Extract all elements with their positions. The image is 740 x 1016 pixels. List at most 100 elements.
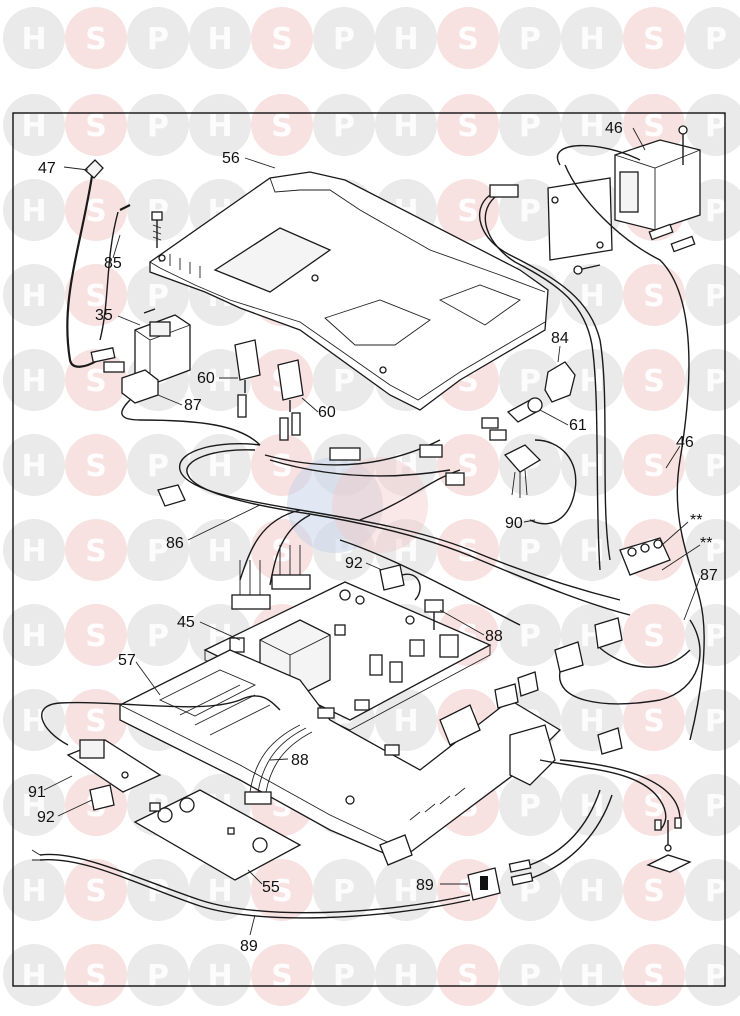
watermark-letter: S (271, 22, 293, 57)
connectors-lower-right (494, 671, 692, 873)
watermark-letter: P (147, 534, 169, 569)
watermark-letter: P (147, 22, 169, 57)
callout-star-b: ** (700, 535, 712, 552)
watermark-letter: P (147, 279, 169, 314)
watermark-letter: H (579, 449, 604, 484)
watermark-letter: P (705, 874, 727, 909)
watermark-letter: S (457, 959, 479, 994)
watermark-disc (437, 519, 499, 581)
watermark-disc (499, 7, 561, 69)
callout-88-lower: 88 (291, 752, 309, 769)
watermark-letter: S (643, 22, 665, 57)
watermark-letter: P (705, 22, 727, 57)
watermark-disc (623, 774, 685, 836)
watermark-disc (3, 7, 65, 69)
harness-top (479, 144, 705, 741)
watermark-letter: S (643, 109, 665, 144)
callout-57: 57 (118, 652, 136, 669)
watermark-letter: P (147, 449, 169, 484)
watermark-letter: S (85, 194, 107, 229)
watermark-letter: P (705, 109, 727, 144)
watermark-disc (685, 434, 740, 496)
watermark-letter: P (519, 109, 541, 144)
watermark-disc (561, 349, 623, 411)
part-88-harness-lower (244, 724, 313, 805)
watermark-letter: S (643, 619, 665, 654)
watermark-letter: S (271, 109, 293, 144)
watermark-disc (189, 94, 251, 156)
watermark-letter: H (579, 534, 604, 569)
watermark-disc (127, 944, 189, 1006)
watermark-letter: H (21, 449, 46, 484)
callouts: 47 56 46 85 35 60 60 87 84 61 46 86 90 *… (28, 120, 718, 955)
watermark-disc (561, 7, 623, 69)
part-46-transformer (614, 125, 701, 253)
watermark-letter: H (579, 874, 604, 909)
watermark-letter: S (85, 704, 107, 739)
watermark-letter: H (393, 874, 418, 909)
watermark-disc (3, 604, 65, 666)
watermark-letter: S (85, 364, 107, 399)
watermark-disc (437, 94, 499, 156)
watermark-disc (561, 94, 623, 156)
watermark-disc (623, 689, 685, 751)
callout-91: 91 (28, 784, 46, 801)
watermark-letter: H (579, 279, 604, 314)
watermark-letter: H (21, 279, 46, 314)
part-91-small-pcb (41, 695, 281, 793)
watermark-letter: H (579, 109, 604, 144)
watermark-disc (127, 604, 189, 666)
watermark-disc (375, 94, 437, 156)
watermark-disc (251, 94, 313, 156)
part-60-switch-b (277, 359, 304, 441)
watermark-disc (65, 604, 127, 666)
watermark-disc (561, 944, 623, 1006)
watermark-letter: P (519, 619, 541, 654)
watermark-disc (685, 264, 740, 326)
watermark-disc (313, 944, 375, 1006)
watermark-disc (65, 859, 127, 921)
watermark-disc (127, 94, 189, 156)
watermark-letter: H (207, 534, 232, 569)
callout-85: 85 (104, 255, 122, 272)
watermark-disc (65, 434, 127, 496)
watermark-letter: H (579, 22, 604, 57)
watermark-disc (685, 7, 740, 69)
watermark-letter: S (85, 534, 107, 569)
watermark-letter: H (21, 534, 46, 569)
watermark-letter: H (579, 704, 604, 739)
watermark-disc (499, 774, 561, 836)
watermark-disc (127, 179, 189, 241)
watermark-disc (685, 519, 740, 581)
watermark-disc (127, 7, 189, 69)
watermark-disc (65, 94, 127, 156)
watermark-disc (499, 859, 561, 921)
diagram-frame (12, 112, 726, 987)
watermark-letter: H (393, 22, 418, 57)
watermark-disc (499, 519, 561, 581)
callout-46-right: 46 (676, 434, 694, 451)
watermark-disc (189, 519, 251, 581)
watermark-disc (685, 774, 740, 836)
watermark-disc (375, 944, 437, 1006)
part-terminal-block (619, 537, 671, 576)
watermark-letter: H (21, 619, 46, 654)
watermark-letter: H (207, 364, 232, 399)
watermark-letter: S (85, 959, 107, 994)
part-88-connector-top (424, 599, 444, 630)
watermark-letter: P (333, 109, 355, 144)
watermark-letter: S (85, 449, 107, 484)
watermark-letter: H (207, 449, 232, 484)
watermark-letter: S (85, 874, 107, 909)
watermark-letter: H (207, 959, 232, 994)
part-56-housing (149, 171, 549, 411)
watermark-disc (499, 349, 561, 411)
callout-92-bottom: 92 (37, 809, 55, 826)
watermark-letter: P (147, 109, 169, 144)
watermark-letter: P (333, 959, 355, 994)
watermark-letter: S (643, 364, 665, 399)
callout-60-b: 60 (318, 404, 336, 421)
watermark-disc (623, 944, 685, 1006)
watermark-disc (65, 519, 127, 581)
watermark-letter: P (147, 959, 169, 994)
